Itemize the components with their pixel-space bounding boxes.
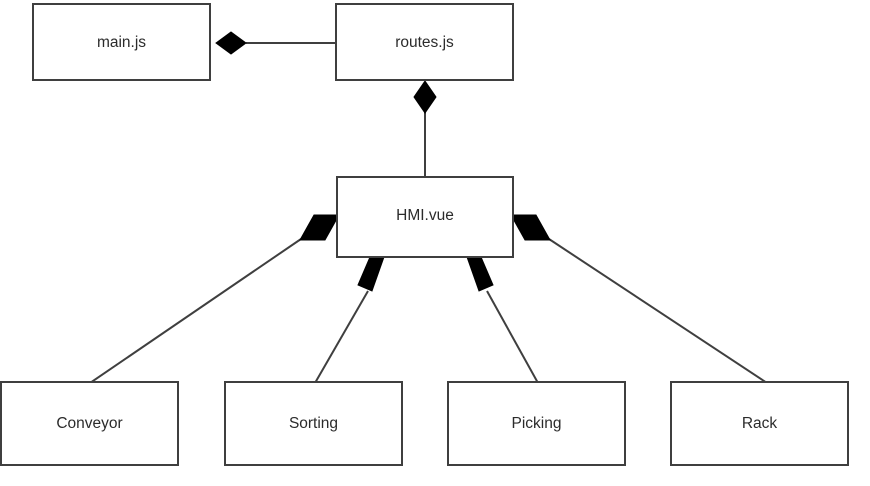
node-routes-js[interactable]: routes.js bbox=[335, 3, 514, 81]
node-hmi-vue[interactable]: HMI.vue bbox=[336, 176, 514, 258]
edge-hmi-to-sorting bbox=[314, 290, 369, 384]
composition-diamond-main-js bbox=[215, 31, 247, 55]
node-sorting-label: Sorting bbox=[289, 415, 338, 432]
node-picking-rect bbox=[447, 381, 626, 466]
node-conveyor[interactable]: Conveyor bbox=[0, 381, 179, 466]
composition-diamond-hmi-bottom-left bbox=[357, 256, 385, 292]
node-main-js[interactable]: main.js bbox=[32, 3, 211, 81]
node-hmi-vue-rect bbox=[336, 176, 514, 258]
composition-diamond-routes-js bbox=[413, 80, 437, 114]
edge-hmi-to-rack bbox=[548, 238, 768, 384]
node-rack-rect bbox=[670, 381, 849, 466]
node-conveyor-label: Conveyor bbox=[56, 415, 122, 432]
node-rack-label: Rack bbox=[742, 415, 778, 432]
edge-hmi-to-picking bbox=[486, 290, 539, 384]
node-hmi-vue-label: HMI.vue bbox=[396, 207, 454, 224]
node-sorting-rect bbox=[224, 381, 403, 466]
node-rack[interactable]: Rack bbox=[670, 381, 849, 466]
node-picking-label: Picking bbox=[512, 415, 562, 432]
composition-diamond-hmi-right bbox=[510, 214, 551, 241]
node-sorting[interactable]: Sorting bbox=[224, 381, 403, 466]
composition-diamond-hmi-bottom-right bbox=[466, 256, 494, 292]
node-routes-js-rect bbox=[335, 3, 514, 81]
node-conveyor-rect bbox=[0, 381, 179, 466]
edge-hmi-to-conveyor bbox=[89, 238, 302, 384]
node-main-js-rect bbox=[32, 3, 211, 81]
node-main-js-label: main.js bbox=[97, 34, 146, 51]
node-picking[interactable]: Picking bbox=[447, 381, 626, 466]
node-routes-js-label: routes.js bbox=[395, 34, 454, 51]
composition-diamond-hmi-left bbox=[299, 214, 340, 241]
